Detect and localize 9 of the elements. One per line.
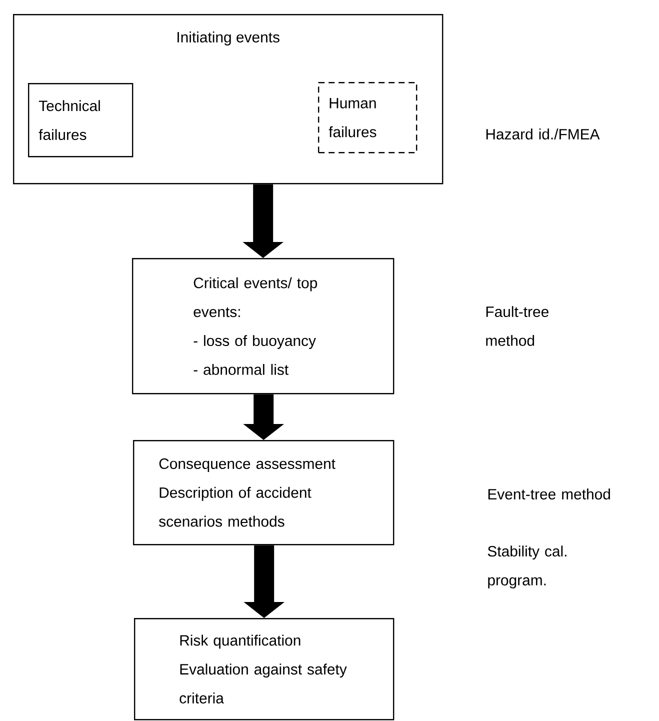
process-box: Consequence assessment Description of accident scenarios methods: [133, 440, 394, 546]
side-label: Hazard id./FMEA: [486, 128, 600, 140]
process-box: Critical events/ top events: - loss of buoyancy - abnormal list: [132, 258, 394, 394]
process-box: Technical failures: [28, 83, 134, 158]
process-box: Risk quantification Evaluation against safety criteria: [134, 618, 394, 720]
side-label: Stability cal. program.: [488, 546, 566, 588]
dashed-box: Human failures: [318, 82, 418, 154]
side-label: Event-tree method: [488, 488, 610, 500]
side-label: Fault-tree method: [486, 306, 548, 346]
